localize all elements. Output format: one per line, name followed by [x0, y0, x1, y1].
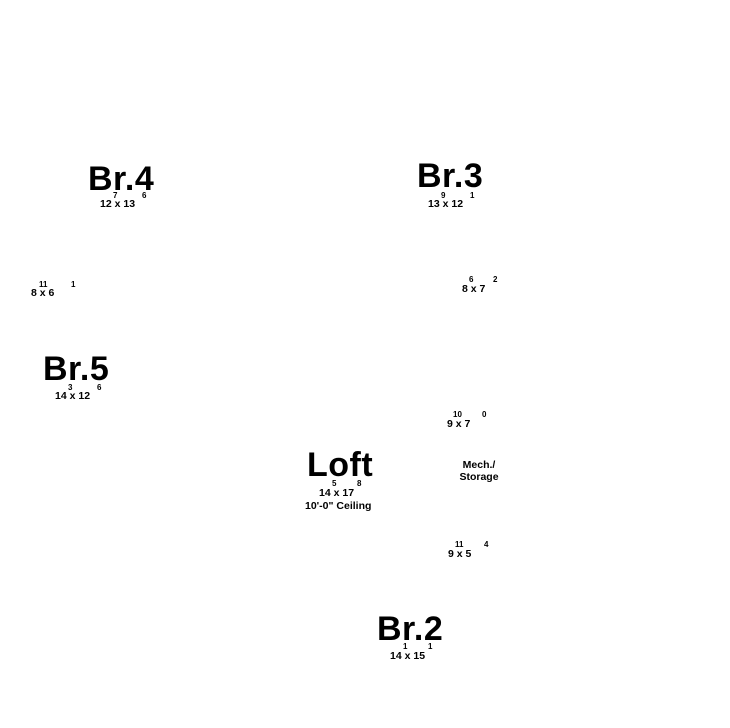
- dim-width: 12: [100, 198, 112, 210]
- dim-x: x: [114, 198, 121, 210]
- dim-x: x: [404, 650, 411, 662]
- mech-label-line1: Mech./: [462, 459, 496, 471]
- dim-height: 15: [413, 650, 426, 662]
- dim-width: 14: [390, 650, 402, 662]
- dim-width-inches: 9: [441, 191, 446, 200]
- room-name-mech-storage: Mech./ Storage: [455, 459, 503, 483]
- room-dim-br2: 14 x 15: [390, 651, 425, 662]
- dim-height: 12: [451, 198, 464, 210]
- dim-height: 12: [78, 390, 91, 402]
- dim-width-inches: 1: [403, 642, 408, 651]
- dim-x: x: [39, 287, 46, 299]
- dim-width: 13: [428, 198, 440, 210]
- dim-width-inches: 11: [455, 540, 464, 549]
- dim-height: 7: [479, 283, 486, 295]
- room-name-br2: Br.2: [377, 610, 444, 648]
- room-name-br4: Br.4: [88, 160, 155, 198]
- dim-x: x: [456, 548, 463, 560]
- dim-width-inches: 5: [332, 479, 337, 488]
- dim-x: x: [470, 283, 477, 295]
- dim-width-inches: 3: [68, 383, 73, 392]
- dim-width: 9: [447, 418, 453, 430]
- dim-height-inches: 2: [493, 275, 498, 284]
- dim-width-inches: 11: [39, 280, 48, 289]
- dim-width: 8: [31, 287, 37, 299]
- dim-height: 13: [123, 198, 136, 210]
- dim-width-inches: 10: [453, 410, 462, 419]
- dim-width: 8: [462, 283, 468, 295]
- space-dim-4: 9 x 5: [448, 549, 471, 560]
- space-dim-3: 9 x 7: [447, 419, 470, 430]
- room-name-loft: Loft: [307, 446, 374, 484]
- dim-height-inches: 6: [142, 191, 147, 200]
- dim-height: 17: [342, 487, 355, 499]
- dim-height: 6: [48, 287, 55, 299]
- dim-width-inches: 7: [113, 191, 118, 200]
- room-name-br5: Br.5: [43, 350, 110, 388]
- room-dim-loft: 14 x 17: [319, 488, 354, 499]
- space-dim-2: 8 x 7: [462, 284, 485, 295]
- ceiling-note: 10'-0" Ceiling: [305, 500, 372, 512]
- dim-width: 9: [448, 548, 454, 560]
- dim-height: 5: [465, 548, 472, 560]
- dim-x: x: [333, 487, 340, 499]
- space-dim-1: 8 x 6: [31, 288, 54, 299]
- dim-height-inches: 0: [482, 410, 487, 419]
- room-dim-br5: 14 x 12: [55, 391, 90, 402]
- dim-width: 14: [319, 487, 331, 499]
- dim-width: 14: [55, 390, 67, 402]
- dim-x: x: [69, 390, 76, 402]
- mech-label-line2: Storage: [459, 471, 499, 484]
- room-dim-br4: 12 x 13: [100, 199, 135, 210]
- room-dim-br3: 13 x 12: [428, 199, 463, 210]
- dim-height-inches: 4: [484, 540, 489, 549]
- dim-height-inches: 8: [357, 479, 362, 488]
- dim-height: 7: [464, 418, 471, 430]
- dim-x: x: [455, 418, 462, 430]
- dim-width-inches: 6: [469, 275, 474, 284]
- dim-height-inches: 1: [71, 280, 76, 289]
- room-name-br3: Br.3: [417, 157, 484, 195]
- dim-x: x: [442, 198, 449, 210]
- dim-height-inches: 1: [428, 642, 433, 651]
- dim-height-inches: 6: [97, 383, 102, 392]
- dim-height-inches: 1: [470, 191, 475, 200]
